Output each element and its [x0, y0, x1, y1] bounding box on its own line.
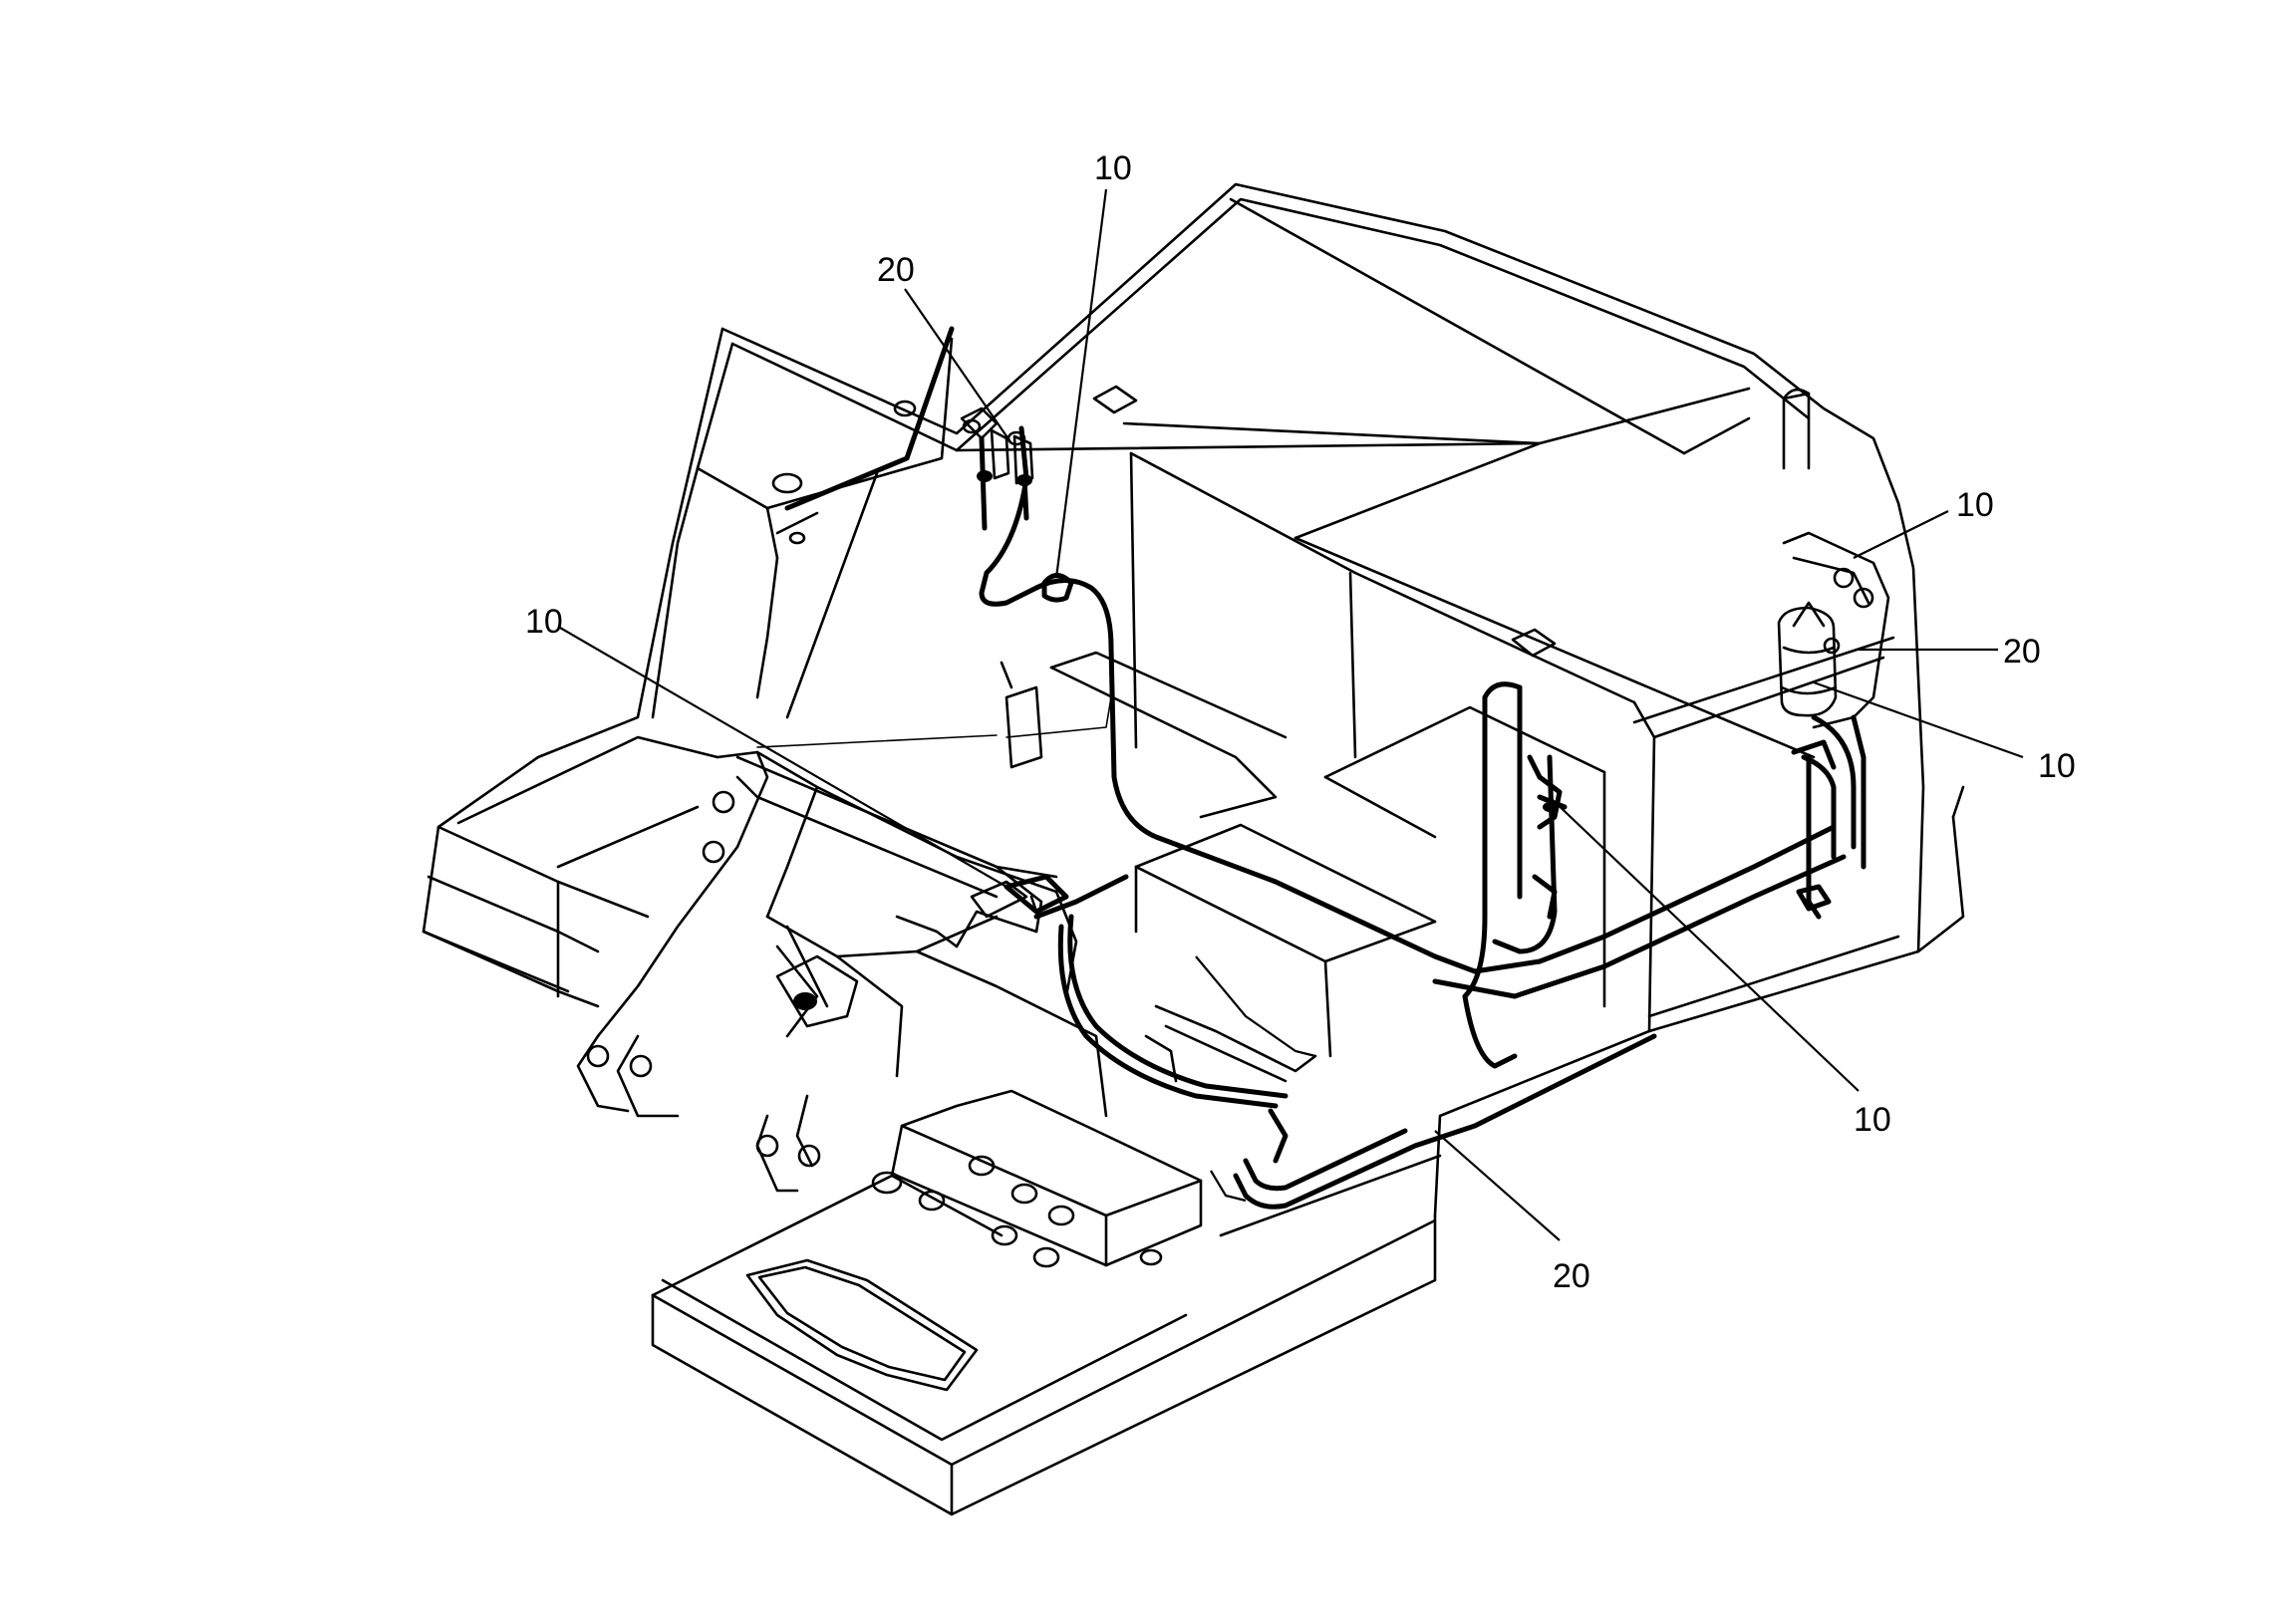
callout-c8: 20	[1553, 1257, 1590, 1295]
base-plate	[651, 1089, 1437, 1516]
leader-lines	[559, 188, 2024, 1241]
leader-c2	[904, 288, 1012, 444]
callout-c5: 20	[2003, 633, 2041, 671]
callout-c1: 10	[1094, 149, 1132, 187]
callout-c4: 10	[1956, 486, 1994, 524]
boom-pivot-assembly	[576, 750, 1108, 1193]
leader-c7	[1549, 796, 1860, 1092]
leader-c4	[1853, 510, 1949, 559]
callout-labels: 10 20 10 10 20 10 10 20	[525, 149, 2076, 1295]
leader-c8	[1434, 1130, 1561, 1241]
leader-c6	[1813, 680, 2024, 759]
machine-housing	[422, 182, 1965, 1237]
callout-c7: 10	[1854, 1101, 1891, 1139]
leader-c1	[1054, 188, 1108, 579]
callout-c2: 20	[877, 251, 915, 289]
leader-c3	[559, 627, 1007, 888]
callout-c3: 10	[525, 603, 563, 641]
fittings	[960, 406, 1890, 1203]
callout-c6: 10	[2038, 747, 2076, 785]
